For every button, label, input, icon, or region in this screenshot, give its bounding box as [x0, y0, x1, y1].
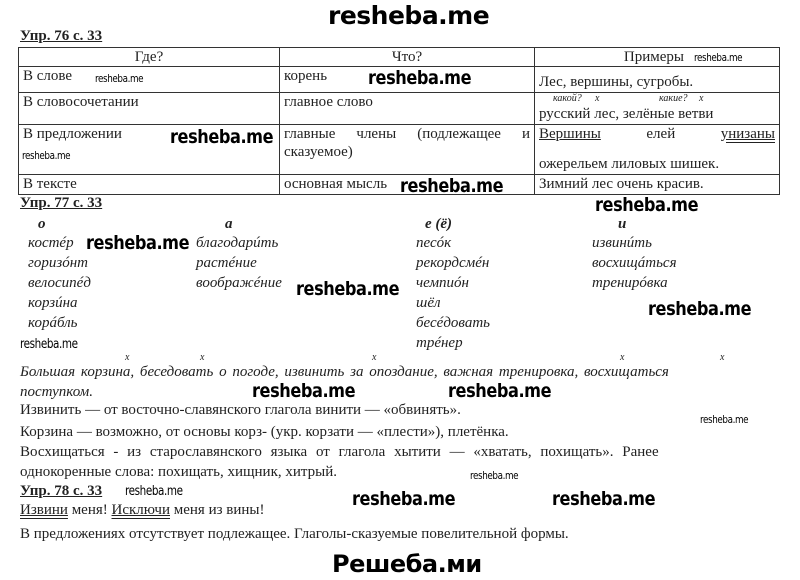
cell-example: Зимний лес очень красив.	[534, 174, 780, 195]
watermark: resheba.me	[700, 413, 749, 426]
cell-where: В тексте	[18, 174, 280, 195]
cell-where: В слове	[18, 66, 280, 93]
cell-example: Лес, вершины, сугробы.	[534, 66, 780, 93]
watermark: resheba.me	[170, 126, 274, 148]
watermark: resheba.me	[470, 469, 519, 482]
watermark: resheba.me	[694, 51, 743, 64]
text: меня!	[67, 502, 112, 518]
watermark: resheba.me	[20, 337, 78, 352]
cell-example: ожерельем лиловых шишек.	[539, 156, 720, 172]
word-item: корáбль	[28, 315, 78, 331]
table-row: В слове корень Лес, вершины, сугробы.	[18, 66, 780, 93]
ex78-sentence: Извини меня! Исключи меня из вины!	[20, 502, 265, 519]
cell-example: русский лес, зелёные ветви	[539, 106, 714, 122]
footer-watermark: Решеба.ми	[332, 550, 482, 578]
note-3b: однокоренные слова: похищать, хищник, хи…	[20, 464, 337, 480]
predicate-word: Извини	[20, 502, 68, 518]
cell-what: главные члены (подлежащее и сказуемое)	[279, 124, 535, 175]
watermark: resheba.me	[125, 484, 183, 499]
watermark: resheba.me	[595, 194, 699, 216]
watermark: resheba.me	[368, 67, 472, 89]
cell-what: корень	[279, 66, 535, 93]
note-1: Извинить — от восточно-славянского глаго…	[20, 402, 461, 418]
cell-what: главное слово	[279, 92, 535, 125]
note-3a: Восхищаться - из старославянского языка …	[20, 444, 659, 460]
watermark: resheba.me	[648, 298, 752, 320]
word-item: велосипéд	[28, 275, 91, 291]
x-mark: x	[125, 352, 130, 363]
word-item: рекордсмéн	[416, 255, 490, 271]
header-what: Что?	[279, 47, 535, 67]
watermark: resheba.me	[552, 488, 656, 510]
x-mark: x	[372, 352, 377, 363]
header-examples: Примеры	[534, 47, 780, 67]
header-where: Где?	[18, 47, 280, 67]
note-2: Корзина — возможно, от основы корз- (укр…	[20, 424, 509, 440]
watermark: resheba.me	[86, 232, 190, 254]
word-item: благодарúть	[196, 235, 279, 251]
watermark: resheba.me	[22, 149, 71, 162]
ex78-title: Упр. 78 с. 33	[20, 483, 103, 499]
table-row: В тексте основная мысль Зимний лес очень…	[18, 174, 780, 195]
question-label: какой?	[553, 93, 582, 104]
cell-what: основная мысль	[279, 174, 535, 195]
word-item: корзúна	[28, 295, 78, 311]
cell-where: В словосочетании	[18, 92, 280, 125]
x-mark: x	[620, 352, 625, 363]
word-item: трéнер	[416, 335, 463, 351]
x-mark: x	[200, 352, 205, 363]
word-item: чемпиóн	[416, 275, 469, 291]
watermark: resheba.me	[400, 175, 504, 197]
sentence-line-1: Большая корзина, беседовать о погоде, из…	[20, 364, 669, 380]
word-item: костéр	[28, 235, 74, 251]
word-item: песóк	[416, 235, 452, 251]
ex77-title: Упр. 77 с. 33	[20, 195, 103, 211]
watermark: resheba.me	[448, 380, 552, 402]
x-mark: x	[699, 93, 704, 104]
column-header: о	[38, 216, 46, 232]
predicate-word: унизаны	[720, 126, 775, 142]
sentence-line-2: поступком.	[20, 384, 93, 400]
ex76-title: Упр. 76 с. 33	[20, 28, 103, 44]
watermark: resheba.me	[296, 278, 400, 300]
word-item: воображéние	[196, 275, 282, 291]
word: елей	[646, 126, 676, 142]
word-item: растéние	[196, 255, 257, 271]
column-header: а	[225, 216, 233, 232]
x-mark: x	[720, 352, 725, 363]
table-row: В словосочетании главное слово какой? x …	[18, 92, 780, 125]
watermark: resheba.me	[352, 488, 456, 510]
text: меня из вины!	[170, 502, 265, 518]
word-item: бесéдовать	[416, 315, 490, 331]
question-label: какие?	[659, 93, 688, 104]
table-row: В предложении главные члены (подлежащее …	[18, 124, 780, 175]
word-item: восхищáться	[592, 255, 677, 271]
word-item: тренирóвка	[592, 275, 668, 291]
word-item: шёл	[416, 295, 441, 311]
word-item: горизóнт	[28, 255, 88, 271]
column-header: е (ё)	[425, 216, 453, 232]
predicate-word: Исключи	[111, 502, 170, 518]
watermark: resheba.me	[252, 380, 356, 402]
ex78-note: В предложениях отсутствует подлежащее. Г…	[20, 526, 569, 542]
watermark: resheba.me	[95, 72, 144, 85]
column-header: и	[618, 216, 627, 232]
header-watermark: resheba.me	[328, 1, 490, 30]
subject-word: Вершины	[539, 126, 601, 142]
word-item: извинúть	[592, 235, 652, 251]
x-mark: x	[595, 93, 600, 104]
ex76-table: Где? Что? Примеры В слове корень Лес, ве…	[18, 47, 780, 195]
